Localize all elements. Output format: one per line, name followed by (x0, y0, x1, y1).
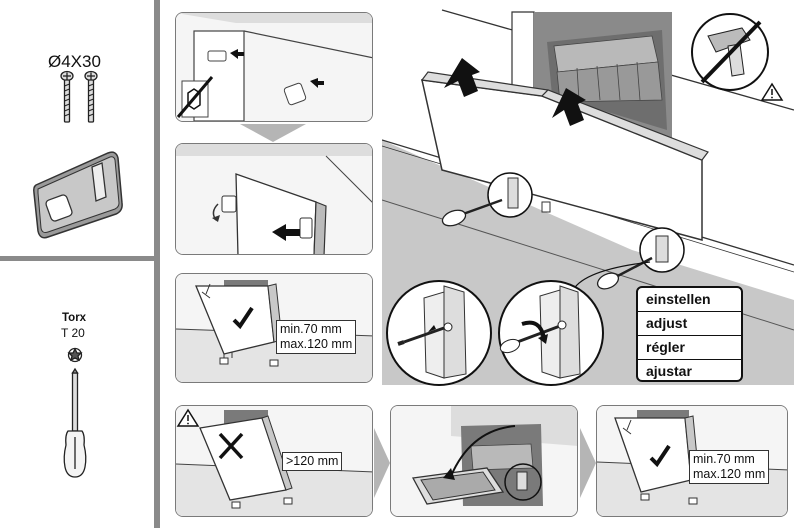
screws-icon (60, 70, 98, 123)
step-1-panel (175, 12, 373, 122)
min-gap-label: min.70 mm (693, 452, 755, 466)
adjust-label-en: adjust (638, 312, 741, 336)
screw-detail-circle (386, 280, 492, 386)
step-arrow-down (240, 124, 306, 142)
no-power-drill-icon (691, 13, 769, 91)
step-3-measurement: min.70 mm max.120 mm (276, 320, 357, 354)
screw-spec-label: Ø4X30 (48, 52, 101, 71)
step-arrow-right-2 (580, 428, 596, 498)
column-divider (154, 0, 160, 528)
checkmark-icon (232, 306, 254, 330)
left-column: Ø4X30 Torx T 20 (0, 0, 160, 528)
step-4-measurement: >120 mm (282, 452, 343, 471)
step-1-illustration (176, 13, 372, 121)
step-4-panel: >120 mm (175, 405, 373, 517)
min-gap-label: min.70 mm (280, 322, 342, 336)
adjust-detail-circle (498, 280, 604, 386)
step-6-panel: min.70 mm max.120 mm (596, 405, 788, 517)
too-large-gap-label: >120 mm (286, 454, 339, 468)
step-4-illustration (176, 406, 372, 516)
adjust-label-box: einstellen adjust régler ajustar (636, 286, 743, 382)
max-gap-label: max.120 mm (693, 467, 766, 481)
left-section-divider (0, 256, 154, 261)
max-gap-label: max.120 mm (280, 337, 353, 351)
adjust-label-de: einstellen (638, 288, 741, 312)
step-6-measurement: min.70 mm max.120 mm (689, 450, 770, 484)
warning-triangle-icon (760, 82, 784, 101)
warning-triangle-icon (176, 408, 200, 427)
tool-name-label: Torx (62, 312, 87, 324)
step-2-illustration (176, 144, 372, 254)
mounting-bracket-icon (33, 151, 123, 239)
cross-icon (218, 432, 244, 460)
step-5-illustration (391, 406, 577, 516)
step-3-panel: min.70 mm max.120 mm (175, 273, 373, 383)
adjust-label-es: ajustar (646, 363, 692, 379)
torx-screwdriver-icon (63, 347, 87, 478)
step-arrow-right-1 (374, 428, 390, 498)
adjust-label-fr: régler (638, 336, 741, 360)
tool-size-label: T 20 (61, 326, 85, 340)
step-5-panel (390, 405, 578, 517)
checkmark-icon (649, 444, 671, 468)
step-2-panel (175, 143, 373, 255)
